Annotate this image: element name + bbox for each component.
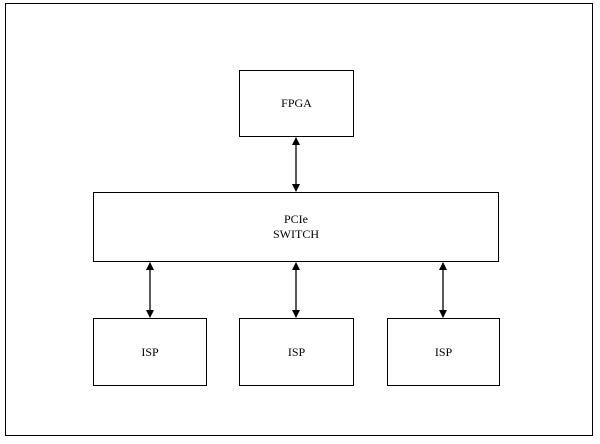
isp-3-label: ISP bbox=[434, 344, 453, 359]
isp-node-1: ISP bbox=[93, 318, 207, 386]
isp-2-label: ISP bbox=[287, 344, 306, 359]
pcie-switch-node: PCIe SWITCH bbox=[93, 192, 499, 262]
fpga-node: FPGA bbox=[239, 70, 354, 137]
diagram-frame bbox=[5, 3, 593, 436]
fpga-label: FPGA bbox=[281, 96, 312, 110]
isp-node-3: ISP bbox=[387, 318, 500, 386]
pcie-switch-label-line2: SWITCH bbox=[273, 227, 319, 241]
isp-1-label: ISP bbox=[141, 344, 159, 359]
pcie-switch-label-line1: PCIe bbox=[284, 212, 308, 226]
isp-node-2: ISP bbox=[239, 318, 354, 386]
